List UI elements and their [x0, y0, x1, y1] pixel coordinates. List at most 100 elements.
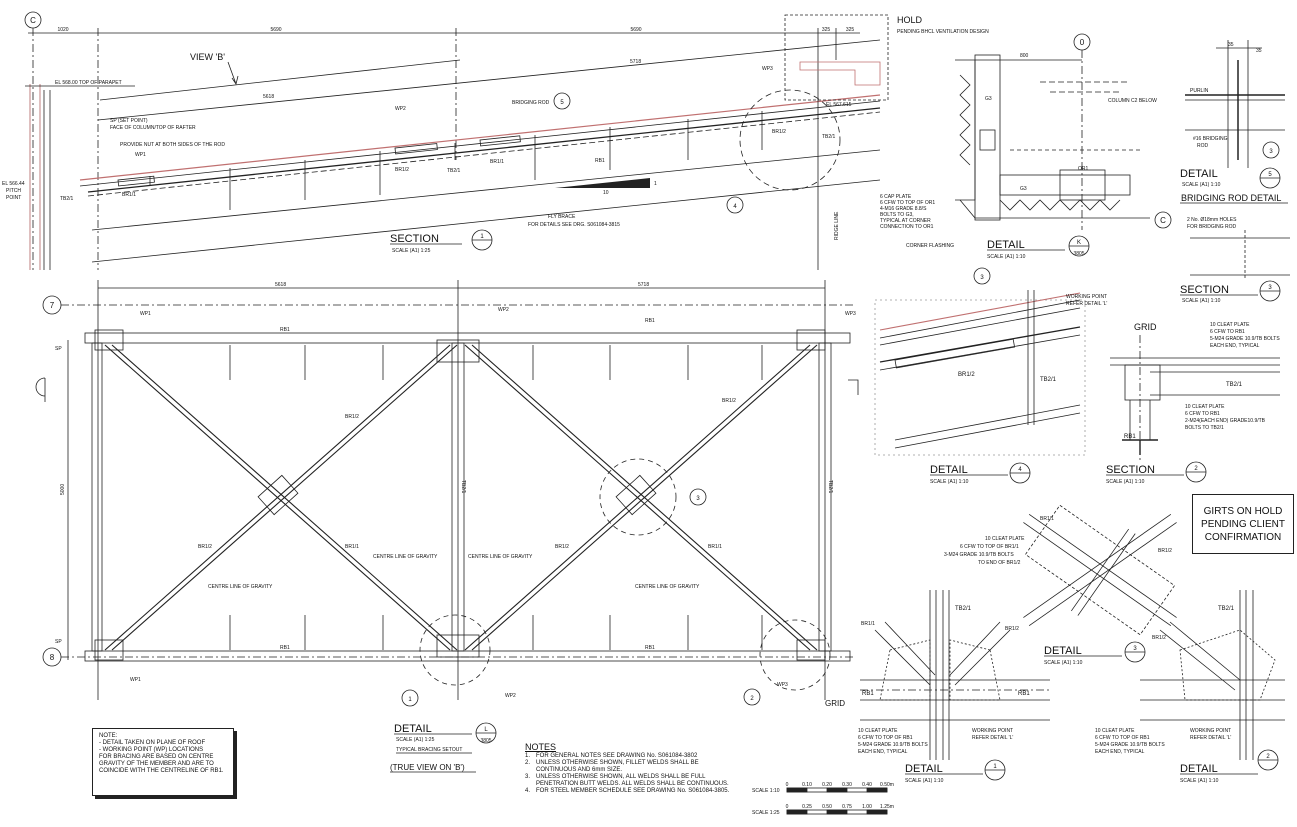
grid-label-8: 8 [50, 653, 55, 662]
note-num: 3. [525, 774, 531, 780]
br12-label: BR1/2 [395, 167, 409, 173]
plan-sp-2: SP [55, 639, 62, 645]
tb21-label-a: TB2/1 [60, 196, 74, 202]
detail-3-br12: BR1/2 [1158, 548, 1172, 554]
dim-325-b: 325 [846, 27, 855, 33]
detail-1-grid: GRID [825, 699, 845, 708]
wp3-label: WP3 [762, 66, 773, 72]
section-2-d4: BOLTS TO TB2/1 [1185, 425, 1224, 431]
note-text: FOR GENERAL NOTES SEE DRAWING No. S06108… [536, 753, 698, 759]
pitch-el: EL 566.44 [2, 181, 25, 187]
section-1-num: 1 [480, 234, 484, 240]
plan-br11-a: BR1/1 [345, 544, 359, 550]
plan-wp3-b: WP3 [777, 682, 788, 688]
detail-1-num: 1 [993, 764, 997, 770]
detail-4: WORKING POINT REFER DETAIL 'L' BR1/2 TB2… [874, 267, 1107, 485]
grid-label-c: C [30, 16, 36, 25]
detail-2-c1: 10 CLEAT PLATE [1095, 728, 1135, 734]
roof-line [79, 94, 881, 181]
grid-label-7: 7 [50, 301, 55, 310]
note-box-line-4: FOR BRACING ARE BASED ON CENTRE [99, 754, 214, 760]
plan-br12-a: BR1/2 [345, 414, 359, 420]
detail-4-wp-1: WORKING POINT [1066, 294, 1107, 300]
section-2: GRID 10 CLEAT PLATE 6 CFW TO RB1 5-M24 G… [1106, 322, 1280, 485]
slope-dim-line [97, 39, 881, 121]
detail-2-w1: WORKING POINT [1190, 728, 1231, 734]
tag-4-bubble [726, 196, 744, 214]
detail-2-br12: BR1/2 [1152, 635, 1166, 641]
dim-800: 800 [1020, 53, 1029, 59]
fly-brace-2: FOR DETAILS SEE DRG. S061084-3815 [528, 222, 620, 228]
detail-3-br11: BR1/1 [1040, 516, 1054, 522]
plan-br12-b: BR1/2 [198, 544, 212, 550]
detail-2-c4: EACH END, TYPICAL [1095, 749, 1145, 755]
plan-tag-1: 1 [408, 697, 412, 703]
detail-k-flashing: CORNER FLASHING [906, 243, 954, 249]
detail-1-rb1-a: RB1 [862, 691, 874, 697]
girts-on-hold-line-3: CONFIRMATION [1204, 531, 1282, 543]
scale-a-5: 0.50m [880, 782, 894, 788]
grid-label-c-right: C [1160, 216, 1166, 225]
detail-1-c2: 6 CFW TO TOP OF RB1 [858, 735, 913, 741]
detail-3-c4: TO END OF BR1/2 [978, 560, 1021, 566]
detail-2-scale: SCALE (A1) 1:10 [1180, 778, 1219, 784]
scale-a-1: 0.10 [802, 782, 812, 788]
scale-bar-2-label: SCALE 1:25 [752, 810, 780, 816]
detail-5-tag: 3 [1269, 149, 1273, 155]
scale-b-0: 0 [786, 804, 789, 810]
detail-k-g3-a: G3 [985, 96, 992, 102]
dim-35-b: 35 [1256, 48, 1262, 54]
br12b-label: BR1/2 [772, 129, 786, 135]
plan-rb1-c: RB1 [280, 645, 290, 651]
fly-brace-1: FLY BRACE [548, 214, 576, 220]
detail-k-n1: 6 CAP PLATE [880, 194, 912, 200]
sp-label-2: FACE OF COLUMN/TOP OF RAFTER [110, 125, 196, 131]
hold-label: HOLD [897, 15, 923, 25]
plan-dim-5000: 5000 [60, 484, 66, 495]
section-1-scale: SCALE (A1) 1:25 [392, 248, 431, 254]
plan-br12-c: BR1/2 [555, 544, 569, 550]
tag-4: 4 [733, 204, 737, 210]
el-right: EL 567.615 [826, 102, 852, 108]
plan-tag-2: 2 [750, 696, 754, 702]
plan-tb21-b: TB2/1 [827, 480, 833, 494]
section-2-d2: 6 CFW TO RB1 [1185, 411, 1220, 417]
scale-b-1: 0.25 [802, 804, 812, 810]
scale-a-2: 0.20 [822, 782, 832, 788]
detail-3-c1: 10 CLEAT PLATE [985, 536, 1025, 542]
detail-5-holes-2: FOR BRIDGING ROD [1187, 224, 1237, 230]
dim-5718: 5718 [630, 59, 641, 65]
note-box-line-5: GRAVITY OF THE MEMBER AND ARE TO [99, 761, 214, 767]
detail-2-title: DETAIL [1180, 763, 1218, 775]
detail-2-c2: 6 CFW TO TOP OF RB1 [1095, 735, 1150, 741]
detail-l-plan: 7 8 5618 5718 5000 [35, 280, 859, 773]
note-box-line-3: - WORKING POINT (WP) LOCATIONS [99, 747, 204, 753]
view-b-label: VIEW 'B' [190, 52, 225, 62]
scale-b-3: 0.75 [842, 804, 852, 810]
detail-3-num: 3 [1133, 646, 1137, 652]
slope-triangle [555, 178, 650, 188]
plan-br11-b: BR1/1 [708, 544, 722, 550]
detail-4-wp-2: REFER DETAIL 'L' [1066, 301, 1107, 307]
section-2-c2: 6 CFW TO RB1 [1210, 329, 1245, 335]
note-box-line-6: COINCIDE WITH THE CENTRELINE OF RB1. [99, 768, 224, 774]
detail-1-c4: EACH END, TYPICAL [858, 749, 908, 755]
girts-on-hold-line-1: GIRTS ON HOLD [1203, 505, 1283, 517]
note-text: FOR STEEL MEMBER SCHEDULE SEE DRAWING No… [536, 788, 730, 794]
plan-purlins [229, 345, 763, 650]
hold-sub: PENDING BHCL VENTILATION DESIGN [897, 29, 989, 35]
section-2-c4: EACH END, TYPICAL [1210, 343, 1260, 349]
plan-tb21-a: TB2/1 [460, 480, 466, 494]
detail-5-num: 5 [1268, 172, 1272, 178]
scale-bar-1-label: SCALE 1:10 [752, 788, 780, 794]
detail-k-ref: 3805 [1073, 251, 1084, 257]
dim-35-a: 35 [1228, 42, 1234, 48]
detail-1-c3: 5-M24 GRADE 10.9/TB BOLTS [858, 742, 928, 748]
detail-k: 0 800 G3 G3 OR1 COLUMN C2 BELOW 6 CAP PL… [880, 33, 1172, 260]
detail-l-title: DETAIL [394, 723, 432, 735]
tag-5: 5 [560, 100, 564, 106]
detail-4-tb: TB2/1 [1040, 377, 1057, 383]
plan-cog-2: CENTRE LINE OF GRAVITY [373, 554, 438, 560]
bridging-rod-label: BRIDGING ROD [512, 100, 550, 106]
